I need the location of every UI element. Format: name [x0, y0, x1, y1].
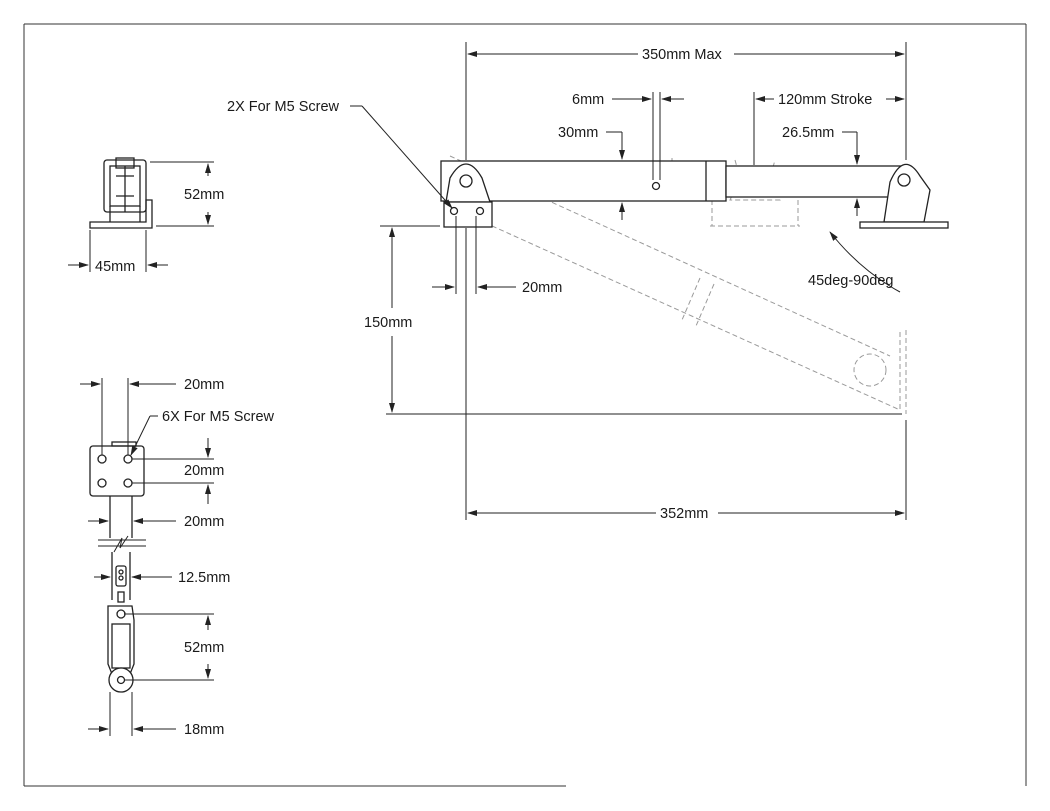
- label-tube-30: 30mm: [558, 125, 598, 141]
- label-end-18: 18mm: [184, 722, 224, 738]
- dim-plate-20-top: [80, 378, 176, 455]
- leader-screw-6x: [130, 415, 158, 456]
- drawing-frame: [23, 23, 1027, 787]
- leader-screw-2x: [350, 105, 453, 209]
- dim-stroke: [753, 92, 905, 165]
- dim-end-18: [88, 692, 176, 736]
- dim-width-45: [68, 230, 168, 272]
- right-mount-bracket: [859, 163, 949, 229]
- dim-pin-6: [612, 92, 684, 180]
- label-height-150: 150mm: [364, 315, 412, 331]
- label-span-352: 352mm: [660, 506, 708, 522]
- dim-tube-30: [606, 131, 625, 220]
- label-tube-26: 26.5mm: [782, 125, 834, 141]
- dim-height-150: [380, 225, 902, 415]
- arm-body: [440, 160, 907, 202]
- leader-angle: [829, 231, 901, 293]
- label-width-45: 45mm: [95, 259, 135, 275]
- label-pin-6: 6mm: [572, 92, 604, 108]
- dim-height-52-top: [150, 161, 214, 227]
- label-angle: 45deg-90deg: [808, 273, 893, 289]
- label-plate-20-top: 20mm: [184, 377, 224, 393]
- label-screw-2x: 2X For M5 Screw: [227, 99, 340, 115]
- dim-max-length: [465, 42, 907, 160]
- label-screw-6x: 6X For M5 Screw: [162, 409, 275, 425]
- dim-span-352: [465, 228, 907, 520]
- dim-tube-26: [842, 131, 860, 216]
- label-width-20-side: 20mm: [522, 280, 562, 296]
- label-rod-12: 12.5mm: [178, 570, 230, 586]
- label-max-length: 350mm Max: [642, 47, 723, 63]
- top-view-rod: [98, 496, 146, 603]
- top-view-end-bracket: [107, 605, 135, 693]
- top-view-plate: [89, 441, 145, 497]
- label-rod-20: 20mm: [184, 514, 224, 530]
- label-end-52: 52mm: [184, 640, 224, 656]
- dim-end-52: [124, 613, 214, 681]
- dim-width-20-side: [432, 216, 516, 294]
- label-stroke: 120mm Stroke: [778, 92, 872, 108]
- end-view-bracket: [89, 157, 153, 229]
- dim-plate-20-mid: [132, 438, 214, 504]
- label-height-52-top: 52mm: [184, 187, 224, 203]
- label-plate-20-mid: 20mm: [184, 463, 224, 479]
